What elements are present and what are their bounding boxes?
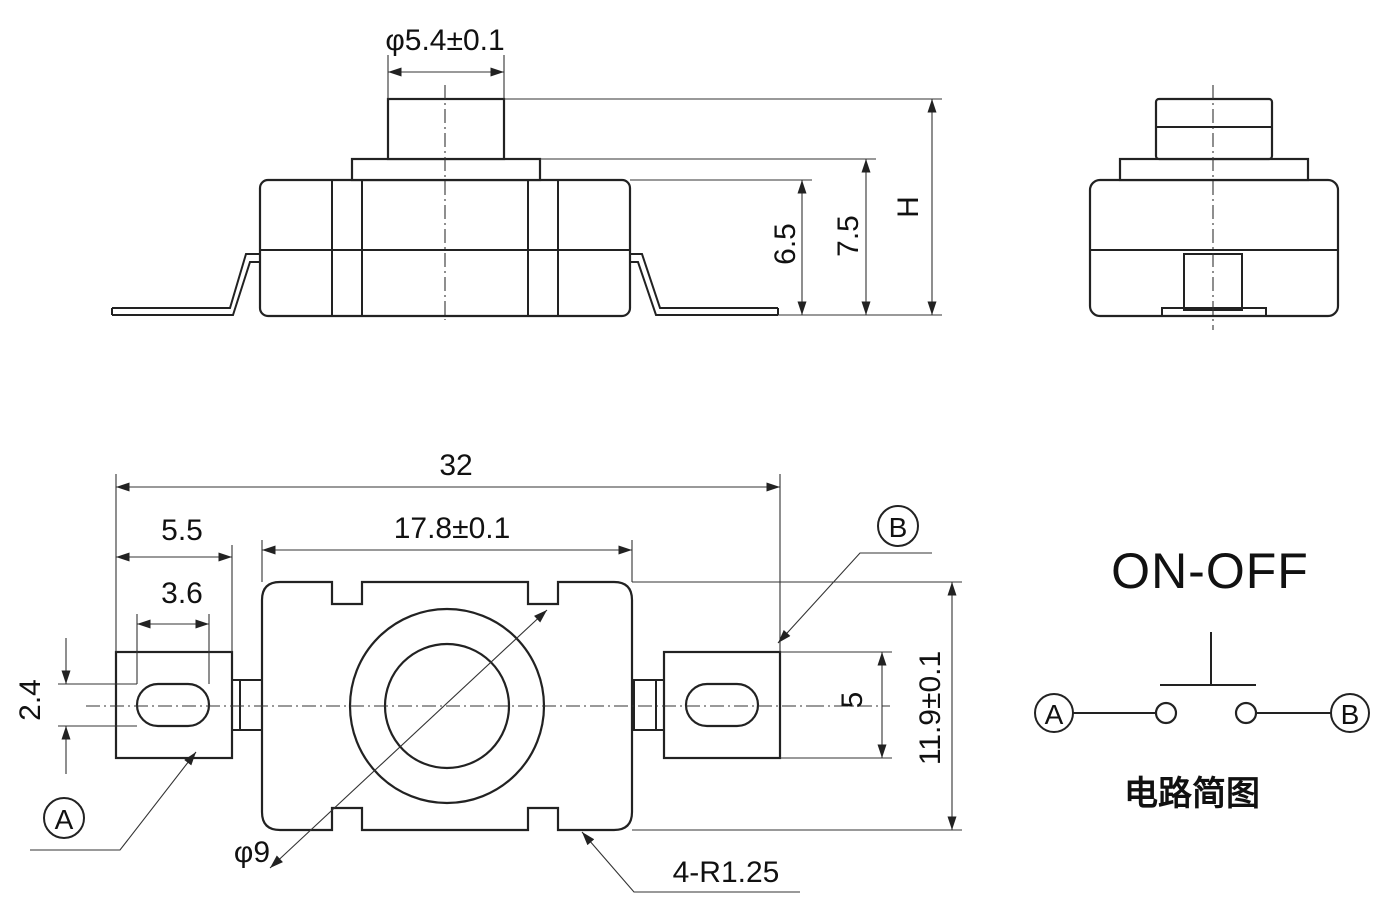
callout-b-circle <box>877 505 919 547</box>
callout-a-label: A <box>55 804 74 835</box>
dim-lead-height: 5 <box>836 692 869 709</box>
side-left-lead <box>112 253 262 309</box>
schematic-caption: 电路简图 <box>1124 775 1260 813</box>
dim-lead-width: 5.5 <box>161 514 203 547</box>
schematic-title: ON-OFF <box>1111 543 1309 599</box>
schematic-b-circle <box>1330 693 1370 733</box>
end-button <box>1154 97 1274 161</box>
contact-a <box>1154 701 1178 725</box>
lead-a-slot <box>135 682 211 728</box>
dim-button-phi9: φ9 <box>234 836 270 869</box>
end-collar <box>1118 157 1310 182</box>
dim-body-height: 11.9±0.1 <box>914 651 947 765</box>
switch-schematic: ON-OFF A B 电路简图 <box>1034 543 1370 813</box>
dim-slot-width: 2.4 <box>14 679 47 721</box>
top-view: 32 5.5 3.6 17.8±0.1 2.4 5 11.9±0.1 <box>14 449 962 893</box>
side-view: φ5.4±0.1 6.5 7.5 H <box>111 24 942 320</box>
dim-button-diameter: φ5.4±0.1 <box>385 24 504 57</box>
dim-overall-length: 32 <box>439 449 472 482</box>
contact-b <box>1234 701 1258 725</box>
end-body <box>1088 178 1340 318</box>
dim-body-length: 17.8±0.1 <box>394 512 511 545</box>
schematic-b-label: B <box>1341 699 1360 730</box>
dim-corner-radius: 4-R1.25 <box>673 856 780 889</box>
dim-slot-length: 3.6 <box>161 577 203 610</box>
dim-height-7-5: 7.5 <box>832 215 865 257</box>
side-button <box>386 97 506 161</box>
callout-a-circle <box>43 797 85 839</box>
dim-height-h: H <box>892 196 925 218</box>
lead-b-slot <box>684 682 760 728</box>
dim-height-6-5: 6.5 <box>769 223 802 265</box>
side-collar <box>350 157 542 182</box>
schematic-a-label: A <box>1045 699 1064 730</box>
side-right-lead <box>628 253 778 309</box>
end-view <box>1088 85 1340 330</box>
callout-b-label: B <box>889 512 908 543</box>
